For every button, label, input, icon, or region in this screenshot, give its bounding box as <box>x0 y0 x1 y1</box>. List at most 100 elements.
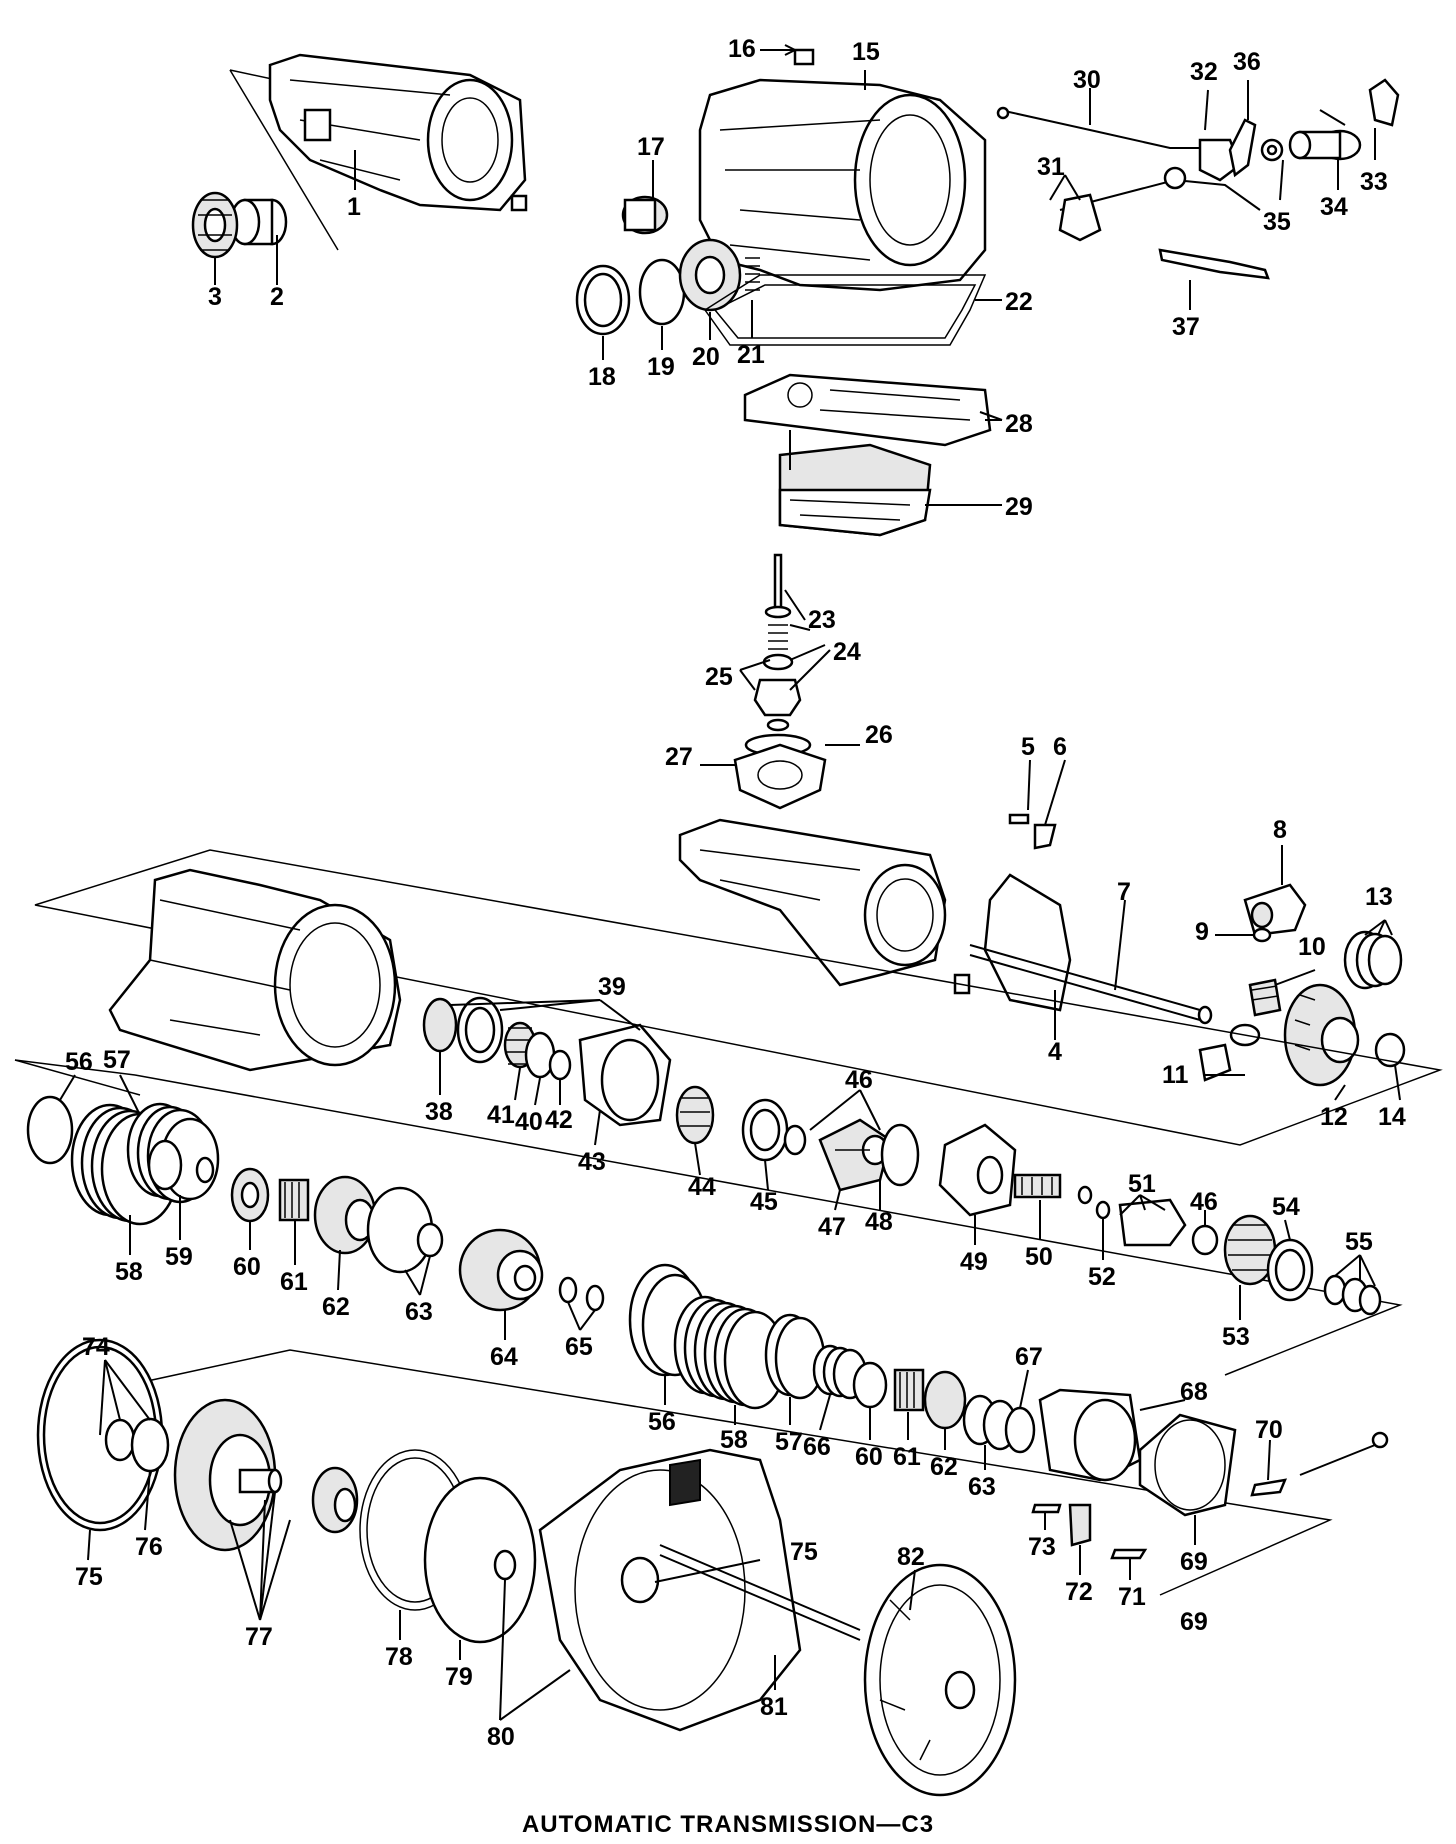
callout-57: 57 <box>103 1046 131 1074</box>
callout-62: 62 <box>322 1293 350 1321</box>
callout-51: 51 <box>1128 1170 1156 1198</box>
callout-65: 65 <box>565 1333 593 1361</box>
callout-6: 6 <box>1053 733 1067 761</box>
callout-29: 29 <box>1005 493 1033 521</box>
valve-body-group <box>743 373 1003 537</box>
callout-23: 23 <box>808 606 836 634</box>
callout-54: 54 <box>1272 1193 1300 1221</box>
callout-21: 21 <box>737 341 765 369</box>
callout-80: 80 <box>487 1723 515 1751</box>
callout-14: 14 <box>1378 1103 1406 1131</box>
callout-76: 76 <box>135 1533 163 1561</box>
transmission-case-group <box>575 44 1002 360</box>
callout-71: 71 <box>1118 1583 1146 1611</box>
callout-48: 48 <box>865 1208 893 1236</box>
callout-57-second: 57 <box>775 1428 803 1456</box>
callout-4: 4 <box>1048 1038 1062 1066</box>
callout-2: 2 <box>270 283 284 311</box>
callout-9: 9 <box>1195 918 1209 946</box>
callout-39: 39 <box>598 973 626 1001</box>
callout-63: 63 <box>405 1298 433 1326</box>
callout-46: 46 <box>845 1066 873 1094</box>
gear-train-lower-plane <box>59 1263 1389 1596</box>
callout-16: 16 <box>728 35 756 63</box>
callout-1: 1 <box>347 193 361 221</box>
callout-3: 3 <box>208 283 222 311</box>
callout-60: 60 <box>233 1253 261 1281</box>
callout-37: 37 <box>1172 313 1200 341</box>
callout-43: 43 <box>578 1148 606 1176</box>
callout-61-second: 61 <box>893 1443 921 1471</box>
callout-55: 55 <box>1345 1228 1373 1256</box>
callout-25: 25 <box>705 663 733 691</box>
callout-53: 53 <box>1222 1323 1250 1351</box>
callout-77: 77 <box>245 1623 273 1651</box>
gear-train-middle-plane <box>14 1059 1403 1376</box>
callout-28: 28 <box>1005 410 1033 438</box>
callout-12: 12 <box>1320 1103 1348 1131</box>
callout-56: 56 <box>65 1048 93 1076</box>
callout-70: 70 <box>1255 1416 1283 1444</box>
callout-18: 18 <box>588 363 616 391</box>
callout-7: 7 <box>1117 878 1131 906</box>
extension-housing-group <box>191 53 528 285</box>
callout-63-second: 63 <box>968 1473 996 1501</box>
callout-81: 81 <box>760 1693 788 1721</box>
callout-61: 61 <box>280 1268 308 1296</box>
callout-50: 50 <box>1025 1243 1053 1271</box>
callout-32: 32 <box>1190 58 1218 86</box>
callout-20: 20 <box>692 343 720 371</box>
callout-13: 13 <box>1365 883 1393 911</box>
callout-75-second: 75 <box>790 1538 818 1566</box>
callout-33: 33 <box>1360 168 1388 196</box>
callout-44: 44 <box>688 1173 716 1201</box>
callout-74: 74 <box>82 1333 110 1361</box>
callout-59: 59 <box>165 1243 193 1271</box>
callout-78: 78 <box>385 1643 413 1671</box>
callout-72: 72 <box>1065 1578 1093 1606</box>
gear-train-upper-plane <box>34 849 1443 1211</box>
callout-labels: 1 2 3 4 5 6 7 8 9 10 11 12 13 14 15 16 1… <box>65 35 1406 1751</box>
callout-15: 15 <box>852 38 880 66</box>
diagram-caption: AUTOMATIC TRANSMISSION—C3 <box>522 1811 934 1838</box>
callout-58: 58 <box>115 1258 143 1286</box>
callout-49: 49 <box>960 1248 988 1276</box>
callout-73: 73 <box>1028 1533 1056 1561</box>
callout-24: 24 <box>833 638 861 666</box>
callout-64: 64 <box>490 1343 518 1371</box>
callout-67: 67 <box>1015 1343 1043 1371</box>
callout-30: 30 <box>1073 66 1101 94</box>
callout-31: 31 <box>1037 153 1065 181</box>
callout-56-second: 56 <box>648 1408 676 1436</box>
callout-8: 8 <box>1273 816 1287 844</box>
callout-11: 11 <box>1162 1061 1189 1089</box>
callout-79: 79 <box>445 1663 473 1691</box>
output-shaft-group <box>678 759 1406 1101</box>
callout-75: 75 <box>75 1563 103 1591</box>
callout-45: 45 <box>750 1188 778 1216</box>
callout-10: 10 <box>1298 933 1326 961</box>
callout-69-second: 69 <box>1180 1608 1208 1636</box>
callout-22: 22 <box>1005 288 1033 316</box>
callout-26: 26 <box>865 721 893 749</box>
governor-group <box>700 553 860 810</box>
callout-41: 41 <box>487 1101 515 1129</box>
callout-40: 40 <box>515 1108 543 1136</box>
callout-58-second: 58 <box>720 1426 748 1454</box>
callout-5: 5 <box>1021 733 1035 761</box>
callout-52: 52 <box>1088 1263 1116 1291</box>
callout-68: 68 <box>1180 1378 1208 1406</box>
callout-42: 42 <box>545 1106 573 1134</box>
callout-66: 66 <box>803 1433 831 1461</box>
callout-69: 69 <box>1180 1548 1208 1576</box>
callout-60-second: 60 <box>855 1443 883 1471</box>
callout-19: 19 <box>647 353 675 381</box>
callout-62-second: 62 <box>930 1453 958 1481</box>
shift-linkage-group <box>996 78 1400 310</box>
callout-46-second: 46 <box>1190 1188 1218 1216</box>
callout-82: 82 <box>897 1543 925 1571</box>
pump-converter-group <box>36 1338 1017 1797</box>
callout-47: 47 <box>818 1213 846 1241</box>
callout-34: 34 <box>1320 193 1348 221</box>
